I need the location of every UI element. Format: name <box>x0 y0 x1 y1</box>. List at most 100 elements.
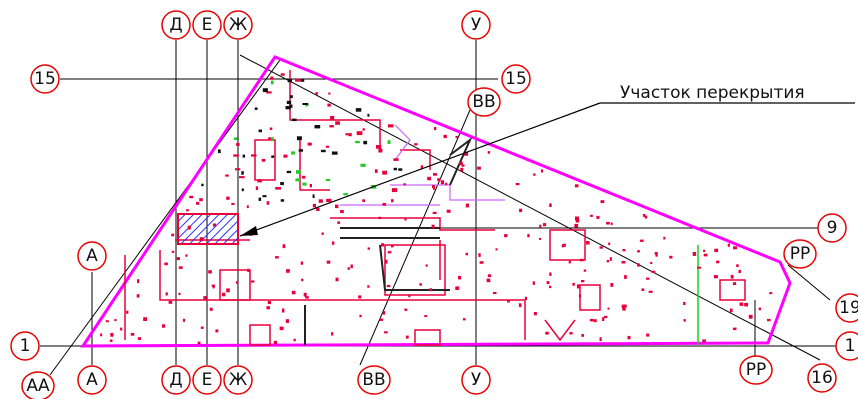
column-marker <box>332 241 335 245</box>
column-marker <box>218 149 221 154</box>
column-marker <box>600 200 605 204</box>
axis-label-bottom-d: Д <box>169 370 182 390</box>
column-marker <box>697 266 702 269</box>
column-marker <box>621 304 626 309</box>
column-marker <box>326 198 332 203</box>
column-marker <box>302 103 309 105</box>
column-marker <box>606 260 609 263</box>
column-marker <box>648 290 653 293</box>
column-marker <box>345 133 348 136</box>
column-marker <box>403 183 406 186</box>
axis-label-right-9: 9 <box>827 218 838 238</box>
column-marker <box>168 300 173 304</box>
column-marker <box>185 254 188 257</box>
column-marker <box>578 294 581 298</box>
column-marker <box>208 270 212 274</box>
column-marker <box>382 203 387 206</box>
column-marker <box>391 188 398 193</box>
column-marker <box>236 281 239 284</box>
column-marker <box>226 196 230 200</box>
column-marker <box>458 275 462 280</box>
column-marker <box>464 152 469 156</box>
column-marker <box>335 204 339 209</box>
column-marker <box>572 282 575 286</box>
column-marker <box>286 170 292 174</box>
column-marker <box>487 151 491 154</box>
axis-label-15-right: 15 <box>505 69 527 89</box>
column-marker <box>539 237 542 240</box>
column-marker <box>515 183 520 186</box>
column-marker <box>273 340 277 345</box>
column-marker <box>189 195 194 199</box>
column-marker <box>347 267 350 270</box>
column-marker <box>270 80 274 85</box>
column-marker <box>437 178 441 182</box>
column-marker <box>527 234 530 238</box>
column-marker <box>337 221 341 224</box>
column-marker <box>295 78 301 82</box>
column-marker <box>302 182 307 186</box>
column-marker <box>583 269 587 272</box>
column-marker <box>624 304 627 308</box>
column-marker <box>356 131 363 136</box>
column-marker <box>478 253 481 257</box>
column-marker <box>433 173 437 176</box>
column-marker <box>270 76 274 80</box>
column-marker <box>199 237 204 242</box>
column-marker <box>641 288 645 291</box>
column-marker <box>300 261 304 265</box>
column-marker <box>225 174 229 177</box>
column-marker <box>199 198 203 202</box>
column-marker <box>461 164 465 167</box>
callout-label: Участок перекрытия <box>620 83 805 103</box>
column-marker <box>212 284 215 289</box>
column-marker <box>335 277 339 282</box>
column-marker <box>596 215 600 219</box>
column-marker <box>329 125 334 128</box>
column-marker <box>222 292 226 297</box>
column-marker <box>518 303 522 308</box>
column-marker <box>325 145 329 148</box>
column-marker <box>165 292 168 296</box>
column-marker <box>703 249 706 252</box>
column-marker <box>465 252 468 256</box>
column-marker <box>651 270 656 273</box>
column-marker <box>574 223 579 228</box>
axis-label-right-19: 19 <box>839 298 858 318</box>
column-marker <box>171 250 175 253</box>
column-marker <box>246 205 249 209</box>
column-marker <box>251 154 257 157</box>
column-marker <box>162 324 166 328</box>
column-marker <box>622 249 626 252</box>
column-marker <box>282 308 285 313</box>
column-marker <box>257 179 262 183</box>
column-marker <box>546 281 550 285</box>
column-marker <box>627 335 631 340</box>
column-marker <box>296 136 302 141</box>
column-marker <box>233 154 239 157</box>
column-marker <box>137 337 142 340</box>
column-marker <box>650 261 653 264</box>
column-marker <box>610 222 613 226</box>
column-marker <box>738 269 741 274</box>
column-marker <box>424 315 428 318</box>
column-marker <box>391 199 394 203</box>
column-marker <box>404 308 408 311</box>
column-marker <box>378 148 383 153</box>
column-marker <box>360 163 366 167</box>
column-marker <box>507 299 510 303</box>
interior-walls <box>124 70 746 346</box>
structural-lines <box>304 136 473 345</box>
column-marker <box>404 217 407 221</box>
column-marker <box>269 127 273 130</box>
column-marker <box>465 203 469 208</box>
column-marker <box>610 283 614 287</box>
column-marker <box>270 137 274 142</box>
axis-label-top-bb: ВВ <box>472 92 495 112</box>
column-marker <box>607 307 610 310</box>
column-marker <box>748 314 753 319</box>
column-marker <box>197 341 201 345</box>
column-marker <box>182 318 186 322</box>
column-marker <box>385 259 388 264</box>
column-marker <box>519 208 523 213</box>
